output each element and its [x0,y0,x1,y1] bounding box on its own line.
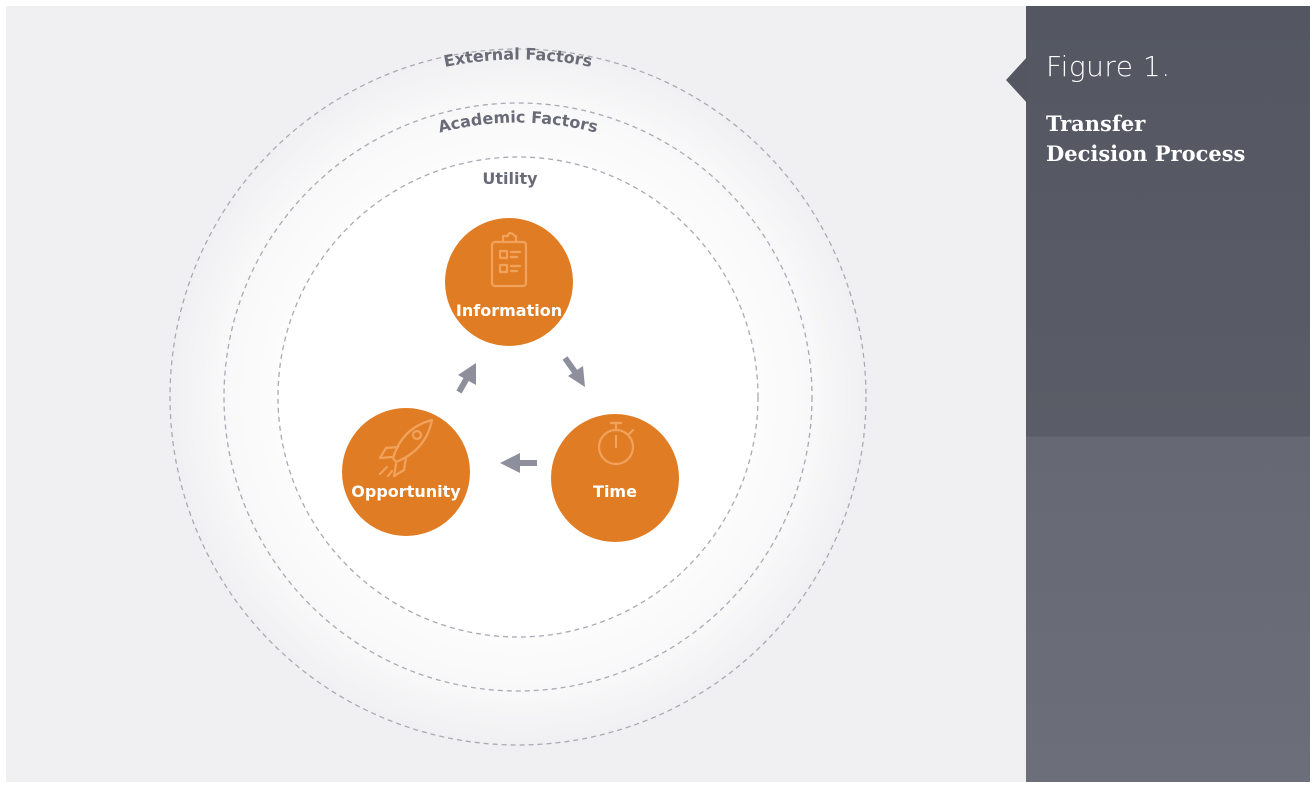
arrow-time-to-opportunity [500,453,537,473]
caption-panel [1026,6,1310,782]
stopwatch-icon [597,421,635,466]
node-opportunity: Opportunity [342,408,470,536]
transfer-decision-diagram: External Factors Academic Factors Utilit… [168,44,868,747]
arrow-information-to-time [562,356,585,387]
ring-academic-factors [223,102,813,692]
node-information: Information [445,218,573,346]
node-label-information: Information [456,301,562,320]
ring-label-utility: Utility [482,169,538,188]
node-label-time: Time [593,482,637,501]
figure-title-line-2: Decision Process [1046,141,1246,166]
rocket-icon [378,418,434,478]
caption-pointer [1006,56,1028,104]
figure-label: Figure 1. [1046,50,1171,83]
node-label-opportunity: Opportunity [351,482,461,501]
ring-external-factors [169,48,867,746]
figure-frame: External Factors Academic Factors Utilit… [6,6,1310,782]
figure-title-line-1: Transfer [1046,111,1146,136]
clipboard-icon [490,231,528,288]
figure-title: Transfer Decision Process [1046,109,1306,169]
node-time: Time [551,414,679,542]
arrow-opportunity-to-information [456,363,476,394]
